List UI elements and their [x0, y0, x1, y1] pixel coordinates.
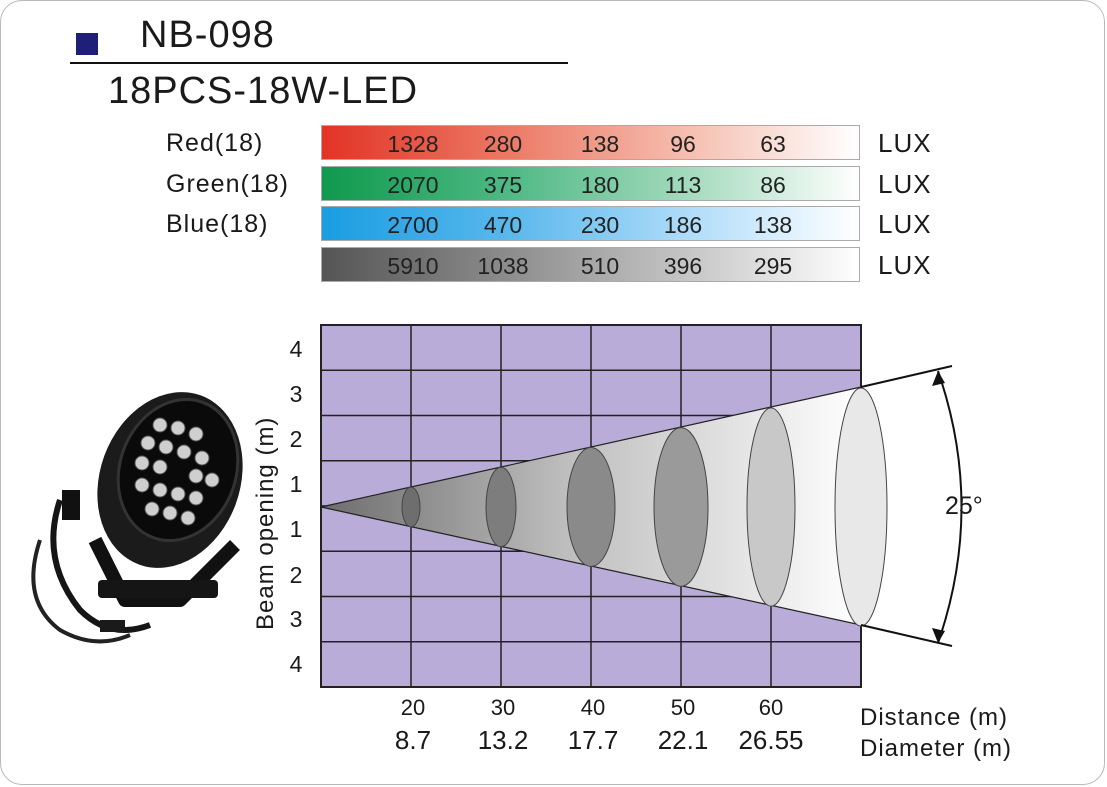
distance-tick-label: 50	[671, 695, 695, 720]
row-label: Blue(18)	[166, 210, 269, 238]
lux-unit: LUX	[878, 128, 932, 158]
diameter-tick-label: 17.7	[568, 725, 619, 755]
lux-value: 138	[753, 212, 793, 238]
lux-bar: 5910 1038 510 396 295	[321, 247, 860, 282]
lux-unit: LUX	[878, 250, 932, 280]
row-label: Red(18)	[166, 129, 264, 157]
beam-section-ellipse	[401, 486, 421, 528]
beam-section-ellipse	[485, 466, 517, 548]
model-subtitle: 18PCS-18W-LED	[108, 70, 419, 112]
diameter-axis-label: Diameter (m)	[860, 735, 1013, 762]
lux-value: 186	[663, 212, 703, 238]
lux-value: 5910	[387, 253, 439, 279]
y-tick-label: 1	[290, 471, 303, 497]
y-tick-labels: 4 3 2 1 1 2 3 4	[290, 336, 303, 677]
lux-value: 295	[753, 253, 793, 279]
angle-ray-top	[860, 365, 953, 388]
lux-value: 63	[760, 131, 786, 157]
lux-value: 2700	[387, 212, 439, 238]
distance-tick-label: 60	[759, 695, 783, 720]
brand-square-icon	[76, 33, 98, 55]
distance-tick-label: 20	[401, 695, 425, 720]
diameter-tick-label: 22.1	[658, 725, 709, 755]
lux-bar: 1328 280 138 96 63	[321, 125, 860, 160]
lux-bar: 2070 375 180 113 86	[321, 166, 860, 201]
angle-ray-bottom	[860, 624, 953, 647]
lux-value: 113	[664, 172, 702, 198]
y-tick-label: 3	[290, 381, 303, 407]
diameter-tick-label: 8.7	[395, 725, 431, 755]
lux-value: 180	[580, 172, 620, 198]
model-title: NB-098	[140, 14, 275, 56]
y-tick-label: 4	[290, 651, 303, 677]
lux-bar: 2700 470 230 186 138	[321, 206, 860, 241]
y-tick-label: 2	[290, 562, 303, 588]
beam-angle-label: 25°	[945, 492, 983, 520]
lux-value: 280	[483, 131, 523, 157]
y-tick-label: 3	[290, 606, 303, 632]
distance-tick-label: 30	[491, 695, 515, 720]
lux-value: 396	[663, 253, 703, 279]
par-light-image	[31, 392, 243, 644]
distance-axis-label: Distance (m)	[860, 704, 1009, 731]
diameter-tick-label: 13.2	[478, 725, 529, 755]
y-tick-label: 4	[290, 336, 303, 362]
beam-sections	[401, 387, 888, 627]
angle-arc	[937, 370, 963, 644]
lux-value: 470	[483, 212, 523, 238]
lux-value: 1038	[477, 253, 529, 279]
lux-value: 510	[580, 253, 620, 279]
row-label: Green(18)	[166, 170, 289, 198]
lux-value: 138	[580, 131, 620, 157]
y-axis-label: Beam opening (m)	[252, 416, 279, 630]
lux-value: 96	[670, 131, 696, 157]
x-tick-labels: 20 30 40 50 60 8.7 13.2 17.7 22.1 26.55	[395, 695, 804, 755]
beam-section-ellipse	[566, 447, 616, 567]
lux-value: 230	[580, 212, 620, 238]
beam-section-ellipse	[834, 387, 888, 627]
y-tick-label: 1	[290, 516, 303, 542]
lux-value: 86	[760, 172, 786, 198]
lux-unit: LUX	[878, 209, 932, 239]
angle-arrow-top	[932, 371, 945, 386]
beam-section-ellipse	[653, 427, 709, 587]
title-divider	[70, 62, 568, 64]
lux-value: 2070	[387, 172, 439, 198]
lux-value: 375	[483, 172, 523, 198]
beam-section-ellipse	[746, 407, 796, 607]
diameter-tick-label: 26.55	[738, 725, 803, 755]
angle-arrow-bottom	[932, 628, 945, 643]
y-tick-label: 2	[290, 426, 303, 452]
lux-unit: LUX	[878, 169, 932, 199]
distance-tick-label: 40	[581, 695, 605, 720]
lux-value: 1328	[387, 131, 439, 157]
